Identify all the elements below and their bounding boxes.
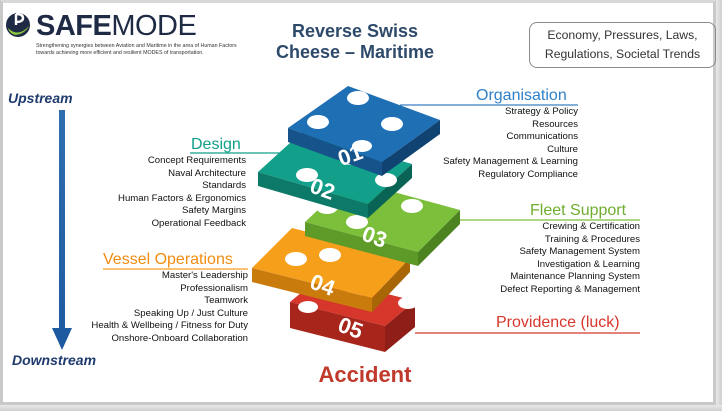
slide-title: Reverse Swiss Cheese – Maritime (255, 21, 455, 63)
organisation-item: Regulatory Compliance (478, 168, 578, 180)
layer-02-hole (375, 173, 397, 187)
layer-05-hole (298, 301, 318, 313)
organisation-item: Resources (532, 118, 578, 130)
vessel-operations-item: Health & Wellbeing / Fitness for Duty (91, 320, 248, 332)
layer-01-hole (381, 117, 403, 131)
organisation-item: Culture (547, 143, 578, 155)
layer-02 (258, 132, 412, 218)
fleet-support-items: Crewing & Certification Training & Proce… (470, 221, 640, 297)
slide-shadow-right (716, 0, 722, 411)
logo-wordmark-thin: MODE (111, 10, 197, 42)
organisation-item: Strategy & Policy (504, 106, 578, 117)
vessel-operations-item: Master's Leadership (161, 270, 248, 281)
providence-heading: Providence (luck) (496, 314, 620, 331)
organisation-item: Safety Management & Learning (443, 156, 578, 168)
fleet-support-item: Maintenance Planning System (510, 271, 640, 283)
vessel-operations-items: Master's Leadership Professionalism Team… (60, 270, 248, 346)
fleet-support-item: Defect Reporting & Management (500, 283, 640, 295)
fleet-support-item: Safety Management System (519, 246, 640, 258)
upstream-label: Upstream (8, 90, 73, 106)
design-items: Concept Requirements Naval Architecture … (60, 155, 246, 231)
layer-01-hole (352, 140, 372, 152)
organisation-heading: Organisation (476, 87, 567, 104)
fleet-support-item: Investigation & Learning (537, 258, 640, 270)
layer-04 (252, 228, 410, 312)
design-item: Safety Margins (182, 205, 246, 217)
layer-03-hole (401, 199, 423, 213)
design-item: Human Factors & Ergonomics (118, 192, 246, 204)
layer-05-hole (398, 297, 418, 309)
layer-03-hole (346, 215, 368, 229)
vessel-operations-item: Speaking Up / Just Culture (133, 307, 248, 319)
slide-title-line1: Reverse Swiss (291, 21, 419, 41)
design-heading: Design (191, 136, 241, 153)
design-item: Operational Feedback (151, 217, 246, 229)
logo-wordmark: SAFEMODE (36, 10, 197, 42)
organisation-item: Communications (506, 131, 578, 143)
fleet-support-heading: Fleet Support (530, 202, 627, 219)
logo-wordmark-bold: SAFE (36, 10, 112, 42)
down-arrow-icon (52, 110, 72, 350)
fleet-support-item: Crewing & Certification (542, 221, 640, 232)
slide-title-line2: Cheese – Maritime (275, 42, 435, 62)
vessel-operations-item: Teamwork (204, 295, 248, 307)
external-factors-box: Economy, Pressures, Laws, Regulations, S… (529, 22, 716, 68)
layer-01-hole (307, 115, 329, 129)
fleet-support-item: Training & Procedures (544, 233, 640, 245)
slide-frame (0, 0, 716, 405)
logo-tagline: Strengthening synergies between Aviation… (36, 43, 237, 56)
design-item: Concept Requirements (147, 155, 246, 166)
layer-01-hole (347, 91, 369, 105)
slide-shadow-bottom (0, 405, 722, 411)
layer-02-hole (296, 168, 318, 182)
layer-04-hole (285, 252, 307, 266)
accident-label: Accident (318, 362, 412, 387)
vessel-operations-heading: Vessel Operations (103, 251, 233, 268)
safemode-logo-icon (6, 12, 30, 37)
organisation-items: Strategy & Policy Resources Communicatio… (420, 106, 578, 182)
layer-01 (288, 86, 440, 176)
vessel-operations-item: Professionalism (180, 282, 248, 294)
design-item: Naval Architecture (168, 167, 246, 179)
layer-04-hole (319, 248, 341, 262)
vessel-operations-item: Onshore-Onboard Collaboration (111, 332, 248, 344)
design-item: Standards (202, 180, 246, 192)
downstream-label: Downstream (12, 352, 97, 368)
